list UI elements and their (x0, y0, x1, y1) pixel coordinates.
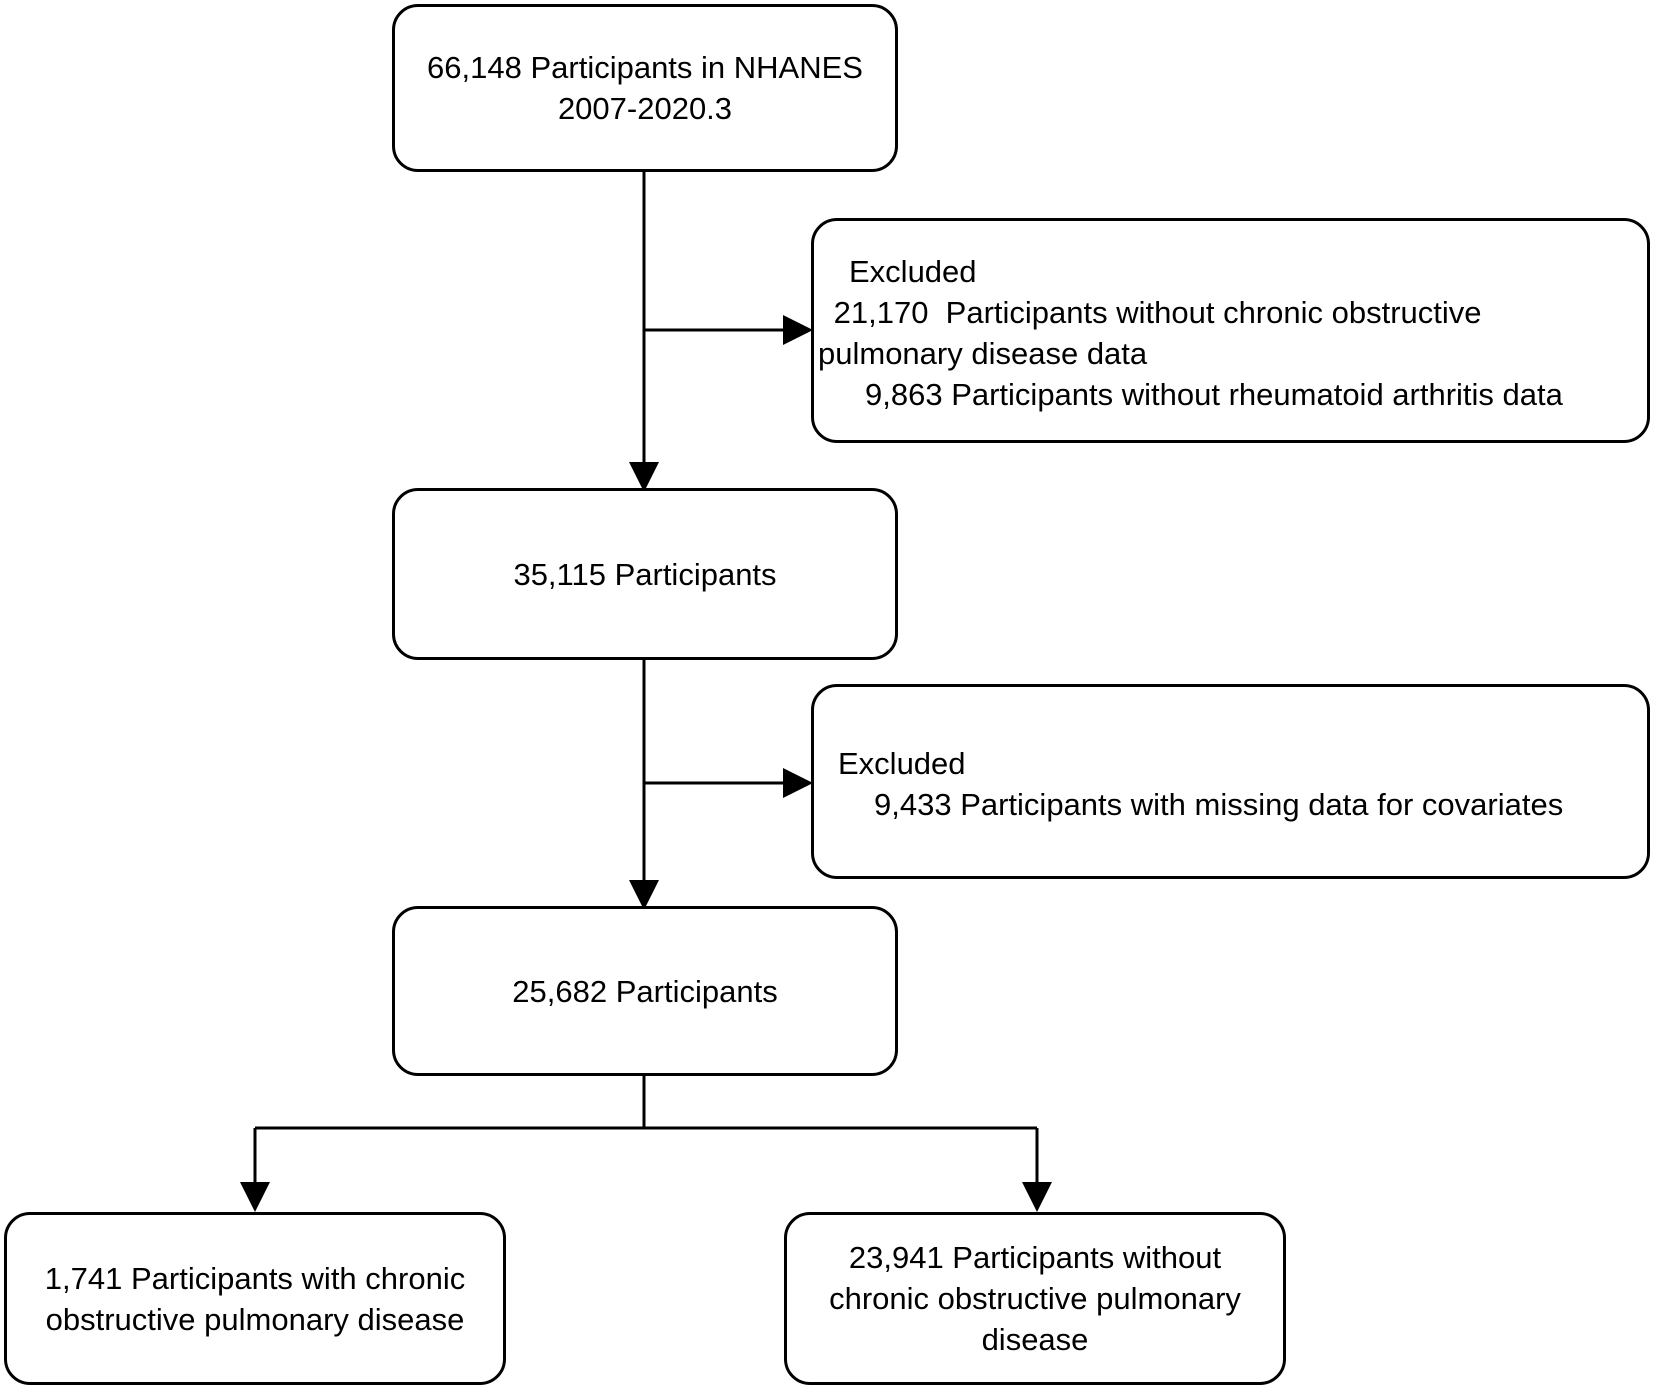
exclusion1-heading: Excluded (849, 254, 977, 289)
step2-line-1: 35,115 Participants (513, 556, 777, 592)
arrowhead-step3 (629, 880, 659, 910)
exclusion1-line-2: pulmonary disease data (818, 336, 1148, 371)
step3-line-1: 25,682 Participants (512, 973, 778, 1009)
no-copd-line-3: disease (981, 1322, 1089, 1357)
no-copd-line-2: chronic obstructive pulmonary (829, 1281, 1241, 1316)
step3-box: 25,682 Participants (392, 906, 898, 1076)
step2-box: 35,115 Participants (392, 488, 898, 660)
arrowhead-no-copd (1022, 1182, 1052, 1212)
copd-line-2: obstructive pulmonary disease (45, 1301, 465, 1337)
arrowhead-exclusion2 (783, 768, 813, 798)
start-line-2: 2007-2020.3 (557, 91, 733, 126)
exclusion1-line-1: 21,170 Participants without chronic obst… (825, 295, 1482, 330)
arrowhead-exclusion1 (783, 315, 813, 345)
copd-line-1: 1,741 Participants with chronic (44, 1260, 466, 1296)
copd-box: 1,741 Participants with chronic obstruct… (4, 1212, 506, 1385)
no-copd-box: 23,941 Participants without chronic obst… (784, 1212, 1286, 1385)
arrowhead-step2 (629, 462, 659, 492)
exclusion-box-2: Excluded 9,433 Participants with missing… (811, 684, 1650, 879)
exclusion-box-1: Excluded 21,170 Participants without chr… (811, 218, 1650, 443)
exclusion2-line-1: 9,433 Participants with missing data for… (874, 787, 1564, 822)
exclusion2-heading: Excluded (838, 746, 966, 781)
exclusion1-line-3: 9,863 Participants without rheumatoid ar… (865, 377, 1563, 412)
arrowhead-copd (240, 1182, 270, 1212)
start-box: 66,148 Participants in NHANES 2007-2020.… (392, 4, 898, 172)
no-copd-line-1: 23,941 Participants without (848, 1240, 1222, 1275)
start-line-1: 66,148 Participants in NHANES (427, 50, 863, 85)
